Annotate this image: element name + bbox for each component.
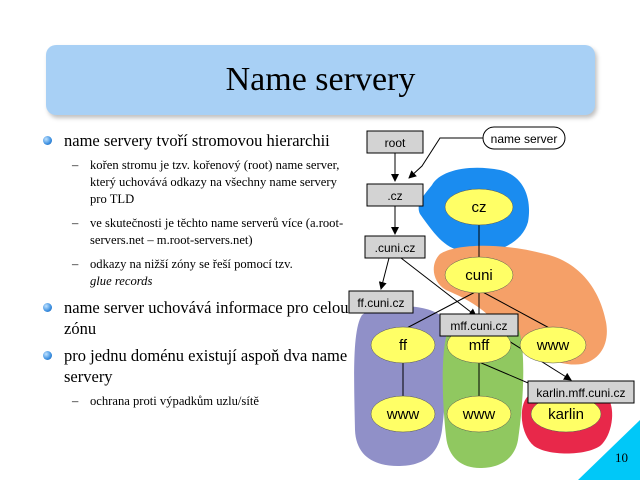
sub-bullet-italic: glue records xyxy=(90,274,153,288)
arrow-callout xyxy=(408,137,483,179)
node-label: mff xyxy=(469,337,490,354)
node-label: www xyxy=(462,406,496,423)
node-cuni: cuni xyxy=(444,256,514,294)
tree-edge xyxy=(478,289,554,331)
server-box-mff: mff.cuni.cz xyxy=(439,313,519,337)
node-label: karlin xyxy=(548,406,584,423)
node-ff: ff xyxy=(370,326,436,364)
node-label: cz xyxy=(472,199,487,216)
bullet-item: name server uchovává informace pro celou… xyxy=(40,297,350,339)
sub-bullet-item: –kořen stromu je tzv. kořenový (root) na… xyxy=(64,157,350,208)
bullet-item: pro jednu doménu existují aspoň dva name… xyxy=(40,345,350,410)
node-karlin: karlin xyxy=(530,395,602,433)
server-box-label: mff.cuni.cz xyxy=(450,319,507,333)
node-label: ff xyxy=(399,337,408,354)
corner-decoration xyxy=(578,420,640,480)
node-www-ff: www xyxy=(370,395,436,433)
node-label: www xyxy=(536,337,570,354)
server-box-label: .cuni.cz xyxy=(375,241,416,255)
tree-edge xyxy=(402,289,480,331)
bullet-list: name servery tvoří stromovou hierarchii … xyxy=(40,130,350,410)
sub-bullet-text: kořen stromu je tzv. kořenový (root) nam… xyxy=(90,158,340,206)
dash-icon: – xyxy=(72,216,79,230)
dash-icon: – xyxy=(72,394,79,408)
server-box-root: root xyxy=(366,130,424,154)
server-box-label: root xyxy=(385,136,406,150)
sub-bullet-list: –kořen stromu je tzv. kořenový (root) na… xyxy=(64,157,350,290)
node-cz: cz xyxy=(444,188,514,226)
server-box-label: .cz xyxy=(387,189,402,203)
callout-label: name server xyxy=(491,132,558,146)
sub-bullet-list: –ochrana proti výpadkům uzlu/sítě xyxy=(64,393,350,410)
bullet-text: name servery tvoří stromovou hierarchii xyxy=(64,131,330,150)
page-number: 10 xyxy=(615,450,628,465)
server-box-label: karlin.mff.cuni.cz xyxy=(536,386,625,400)
bullet-icon xyxy=(43,351,52,360)
sub-bullet-item: –ochrana proti výpadkům uzlu/sítě xyxy=(64,393,350,410)
server-box-cuni: .cuni.cz xyxy=(364,235,426,259)
bullet-icon xyxy=(43,303,52,312)
bullet-text: name server uchovává informace pro celou… xyxy=(64,298,349,338)
slide-title: Name servery xyxy=(225,61,416,98)
sub-bullet-item: –ve skutečnosti je těchto name serverů v… xyxy=(64,215,350,249)
server-box-karlin: karlin.mff.cuni.cz xyxy=(527,380,635,404)
title-bar: Name servery xyxy=(46,45,595,115)
dash-icon: – xyxy=(72,257,79,271)
sub-bullet-item: –odkazy na nižší zóny se řeší pomocí tzv… xyxy=(64,256,350,290)
bullet-text: pro jednu doménu existují aspoň dva name… xyxy=(64,346,348,386)
node-www-mff: www xyxy=(446,395,512,433)
node-label: www xyxy=(386,406,420,423)
server-box-label: ff.cuni.cz xyxy=(357,296,404,310)
node-label: cuni xyxy=(465,267,493,284)
bullet-icon xyxy=(43,136,52,145)
node-www-cuni: www xyxy=(519,326,587,364)
sub-bullet-text: ve skutečnosti je těchto name serverů ví… xyxy=(90,216,344,247)
bullet-item: name servery tvoří stromovou hierarchii … xyxy=(40,130,350,290)
sub-bullet-text: odkazy na nižší zóny se řeší pomocí tzv. xyxy=(90,257,293,271)
dash-icon: – xyxy=(72,158,79,172)
sub-bullet-text: ochrana proti výpadkům uzlu/sítě xyxy=(90,394,259,408)
server-box-ff: ff.cuni.cz xyxy=(348,290,414,314)
callout-name-server: name server xyxy=(482,126,566,150)
server-box-cz: .cz xyxy=(366,183,424,207)
slide-content: name servery tvoří stromovou hierarchii … xyxy=(40,130,350,417)
arrow-cuni-ff xyxy=(378,257,390,290)
arrow-cuni-mff xyxy=(400,257,477,317)
